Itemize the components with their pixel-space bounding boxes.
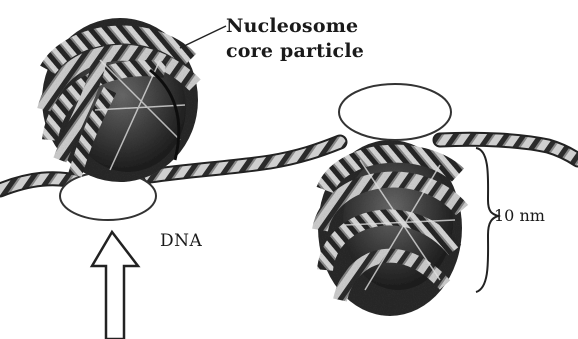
up-arrow-icon: [92, 232, 138, 339]
dna-label: DNA: [160, 233, 202, 250]
core-particle-label-line2: core particle: [226, 39, 364, 64]
core-particle-label-line1: Nucleosome: [226, 14, 364, 39]
core-particle-label: Nucleosome core particle: [226, 14, 364, 63]
nucleosome-left: [42, 18, 198, 182]
core-particle-leader-line: [180, 26, 226, 48]
nucleosome-right: [318, 140, 462, 316]
dimension-label: 10 nm: [494, 208, 545, 224]
linker-histone-right: [339, 84, 451, 140]
